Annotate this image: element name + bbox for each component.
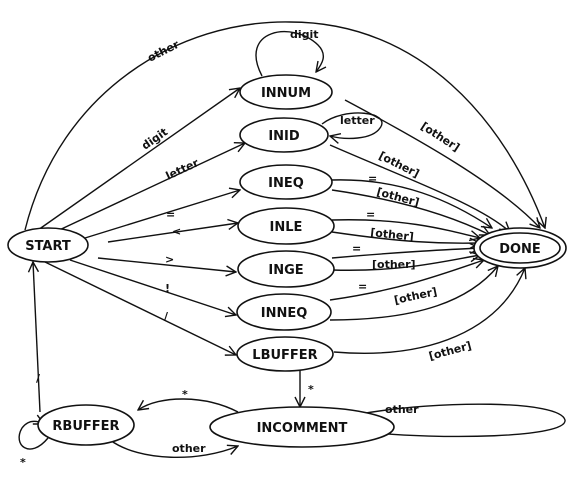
edge-label-ineq-done-eq: = xyxy=(368,172,377,185)
edge-label-innum-done: [other] xyxy=(418,120,462,155)
node-ineq: INEQ xyxy=(239,164,333,200)
edge-label-incomment-rbuffer: * xyxy=(182,388,188,401)
node-label-done: DONE xyxy=(499,242,541,257)
node-label-incomment: INCOMMENT xyxy=(257,421,348,436)
node-label-start: START xyxy=(25,239,71,254)
node-inle: INLE xyxy=(237,207,335,245)
edge-label-inle-done-other: [other] xyxy=(370,226,415,243)
edge-label-inge-done-eq: = xyxy=(352,242,361,255)
edge-inge-done-other xyxy=(331,255,480,271)
edge-label-rbuffer-loop: * xyxy=(20,456,26,469)
edge-inid-loop xyxy=(321,112,383,138)
edge-innum-done xyxy=(344,99,540,228)
edge-label-rbuffer-start: / xyxy=(36,372,41,385)
edge-label-lbuffer-incomment: * xyxy=(308,383,314,396)
edge-inneq-done-other xyxy=(329,266,498,321)
node-label-innum: INNUM xyxy=(261,86,311,101)
edge-ineq-done-other xyxy=(331,189,490,235)
edge-start-done xyxy=(24,21,545,231)
node-innum: INNUM xyxy=(239,74,333,110)
node-label-lbuffer: LBUFFER xyxy=(252,348,317,363)
edge-label-rbuffer-incomment: other xyxy=(172,442,206,455)
edge-label-inneq-done-eq: = xyxy=(358,280,367,293)
edge-label-start-lbuffer: / xyxy=(164,310,169,323)
node-start: START xyxy=(7,227,89,263)
node-label-inneq: INNEQ xyxy=(261,306,308,321)
node-label-inid: INID xyxy=(268,129,300,144)
edge-label-start-inid: letter xyxy=(164,156,201,183)
node-rbuffer: RBUFFER xyxy=(37,404,135,446)
edge-inneq-done-eq xyxy=(329,260,484,301)
node-inge: INGE xyxy=(237,250,335,288)
edge-label-inneq-done-other: [other] xyxy=(393,285,438,307)
node-done: DONE xyxy=(473,227,567,269)
edge-label-inge-done-other: [other] xyxy=(372,258,416,271)
edge-label-innum-loop: digit xyxy=(290,28,319,41)
edge-label-incomment-loop: other xyxy=(385,403,419,416)
edge-start-inneq xyxy=(69,259,236,315)
edge-start-inge xyxy=(97,257,236,272)
edge-start-lbuffer xyxy=(44,261,236,355)
edge-inle-done-eq xyxy=(331,219,480,238)
edge-label-inle-done-eq: = xyxy=(366,208,375,221)
edge-start-innum xyxy=(37,88,240,231)
edge-label-start-ineq: = xyxy=(166,208,175,221)
edge-ineq-done-eq xyxy=(331,179,492,228)
edge-label-inid-done: [other] xyxy=(377,149,422,180)
edge-label-start-done: other xyxy=(145,38,181,65)
node-incomment: INCOMMENT xyxy=(209,406,395,448)
edge-start-ineq xyxy=(84,190,240,239)
edge-inid-done xyxy=(329,144,510,232)
edge-rbuffer-loop xyxy=(18,421,49,450)
edge-start-inle xyxy=(107,223,238,243)
edge-label-lbuffer-done: [other] xyxy=(427,339,472,363)
edge-incomment-loop xyxy=(359,403,566,436)
edge-start-inid xyxy=(54,143,245,233)
edge-incomment-rbuffer xyxy=(138,398,239,413)
node-label-inle: INLE xyxy=(270,220,303,235)
edge-innum-loop xyxy=(255,31,323,77)
edge-label-start-inle: < xyxy=(172,225,181,238)
node-inid: INID xyxy=(239,117,329,153)
edge-label-inid-loop: letter xyxy=(340,114,375,127)
edge-label-ineq-done-other: [other] xyxy=(375,185,420,209)
edge-label-start-inge: > xyxy=(165,253,174,266)
edge-lbuffer-done xyxy=(333,268,525,354)
node-label-rbuffer: RBUFFER xyxy=(52,419,119,434)
edge-inle-done-other xyxy=(331,231,480,243)
node-lbuffer: LBUFFER xyxy=(236,336,334,372)
edge-rbuffer-incomment xyxy=(109,439,238,458)
edge-inge-done-eq xyxy=(331,248,480,259)
edge-label-start-inneq: ! xyxy=(165,282,170,295)
node-label-ineq: INEQ xyxy=(268,176,304,191)
node-label-inge: INGE xyxy=(268,263,303,278)
node-inneq: INNEQ xyxy=(236,293,332,331)
edge-rbuffer-start xyxy=(33,262,41,413)
